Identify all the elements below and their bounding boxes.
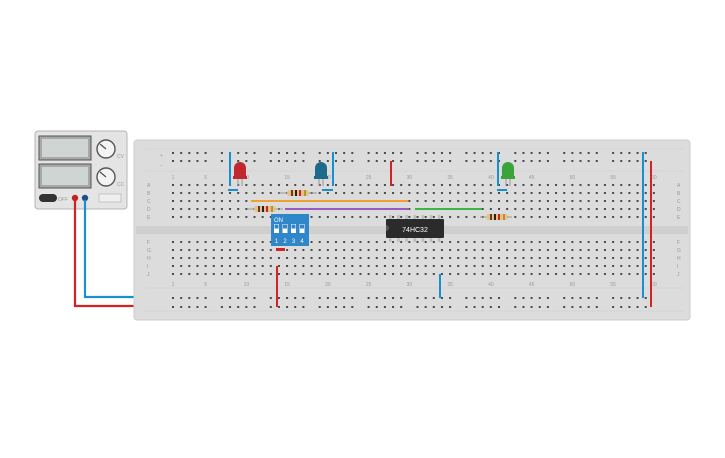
row-letter: H bbox=[677, 256, 681, 262]
row-letter: A bbox=[147, 183, 151, 189]
column-number: 45 bbox=[529, 175, 535, 181]
row-letter: G bbox=[147, 248, 151, 254]
resistor-1[interactable] bbox=[278, 190, 317, 196]
column-number: 30 bbox=[407, 175, 413, 181]
wires[interactable] bbox=[228, 152, 652, 307]
row-letter: J bbox=[147, 272, 150, 278]
row-letter: C bbox=[677, 199, 681, 205]
ic-chip[interactable]: 74HC32 bbox=[386, 215, 444, 242]
rail-plus-sign: + bbox=[160, 153, 163, 159]
cc-label: CC bbox=[117, 182, 125, 188]
column-number: 15 bbox=[284, 282, 290, 288]
row-letter: A bbox=[677, 183, 681, 189]
column-number: 60 bbox=[651, 175, 657, 181]
column-number: 5 bbox=[204, 175, 207, 181]
column-number: 35 bbox=[447, 175, 453, 181]
cv-label: CV bbox=[117, 154, 125, 160]
rail-minus-sign: − bbox=[160, 163, 163, 169]
row-letter: C bbox=[147, 199, 151, 205]
column-number: 45 bbox=[529, 282, 535, 288]
dip-on-label: ON bbox=[274, 218, 283, 224]
positive-terminal[interactable] bbox=[71, 194, 79, 202]
dip-position-label: 2 bbox=[283, 239, 287, 245]
row-letter: F bbox=[677, 240, 680, 246]
column-number: 1 bbox=[172, 175, 175, 181]
dip-position-label: 1 bbox=[275, 239, 279, 245]
column-number: 10 bbox=[244, 282, 250, 288]
resistor-3[interactable] bbox=[480, 214, 512, 220]
power-switch-label: OFF bbox=[58, 197, 68, 203]
row-letter: E bbox=[677, 215, 681, 221]
column-number: 40 bbox=[488, 282, 494, 288]
dip-position-label: 3 bbox=[292, 239, 296, 245]
row-letter: F bbox=[147, 240, 150, 246]
column-number: 35 bbox=[447, 282, 453, 288]
row-letter: J bbox=[677, 272, 680, 278]
dip-position-label: 4 bbox=[300, 239, 304, 245]
red-led[interactable] bbox=[233, 162, 247, 186]
column-number: 50 bbox=[570, 175, 576, 181]
row-letter: D bbox=[147, 207, 151, 213]
column-number: 50 bbox=[570, 282, 576, 288]
row-letter: I bbox=[677, 264, 678, 270]
column-number: 1 bbox=[172, 282, 175, 288]
row-letter: B bbox=[147, 191, 151, 197]
negative-terminal[interactable] bbox=[81, 194, 89, 202]
row-letter: G bbox=[677, 248, 681, 254]
column-number: 20 bbox=[325, 282, 331, 288]
resistor-2[interactable] bbox=[247, 206, 283, 212]
row-letter: I bbox=[147, 264, 148, 270]
power-switch[interactable] bbox=[39, 194, 57, 202]
row-letter: E bbox=[147, 215, 151, 221]
column-number: 25 bbox=[366, 282, 372, 288]
column-number: 5 bbox=[204, 282, 207, 288]
row-letter: D bbox=[677, 207, 681, 213]
column-number: 55 bbox=[610, 282, 616, 288]
column-number: 40 bbox=[488, 175, 494, 181]
row-letter: B bbox=[677, 191, 681, 197]
column-number: 15 bbox=[284, 175, 290, 181]
column-number: 25 bbox=[366, 175, 372, 181]
row-letter: H bbox=[147, 256, 151, 262]
blue-led[interactable] bbox=[314, 162, 328, 186]
green-led[interactable] bbox=[501, 162, 515, 186]
column-number: 60 bbox=[651, 282, 657, 288]
power-supply[interactable]: CV CC OFF bbox=[34, 130, 128, 210]
chip-label: 74HC32 bbox=[402, 227, 428, 234]
column-number: 55 bbox=[610, 175, 616, 181]
column-number: 30 bbox=[407, 282, 413, 288]
